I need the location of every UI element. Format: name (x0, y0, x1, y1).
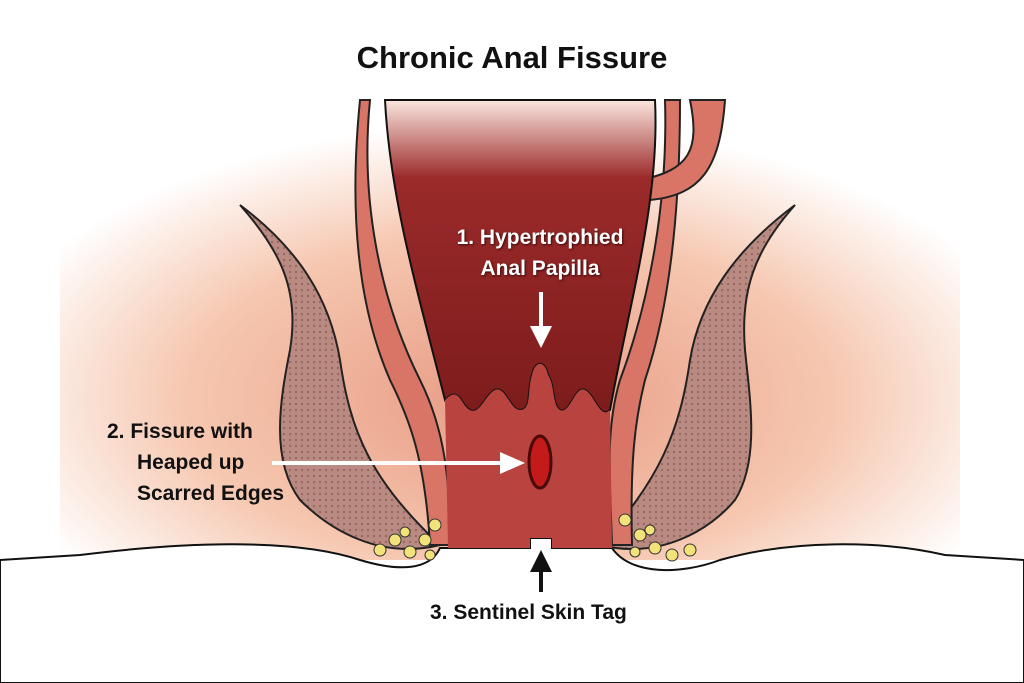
papilla-label-line2: Anal Papilla (480, 257, 600, 280)
fissure-label: 2. Fissure with Heaped up Scarred Edges (107, 416, 284, 509)
papilla-label: 1. Hypertrophied Anal Papilla (420, 222, 660, 284)
papilla-arrow (530, 292, 552, 348)
skin-tag-label: 3. Sentinel Skin Tag (430, 601, 627, 624)
papilla-label-line1: 1. Hypertrophied (456, 226, 624, 249)
fissure-label-line1: 2. Fissure with (107, 420, 253, 443)
diagram-title: Chronic Anal Fissure (356, 40, 668, 75)
fissure-label-line2: Heaped up (137, 451, 245, 474)
right-fat-globules (618, 513, 697, 562)
left-fat-globules (373, 518, 442, 561)
fissure-arrow (272, 452, 525, 474)
fissure (527, 434, 553, 490)
skin-tag-arrow (530, 550, 552, 592)
fissure-label-line3: Scarred Edges (137, 482, 285, 505)
